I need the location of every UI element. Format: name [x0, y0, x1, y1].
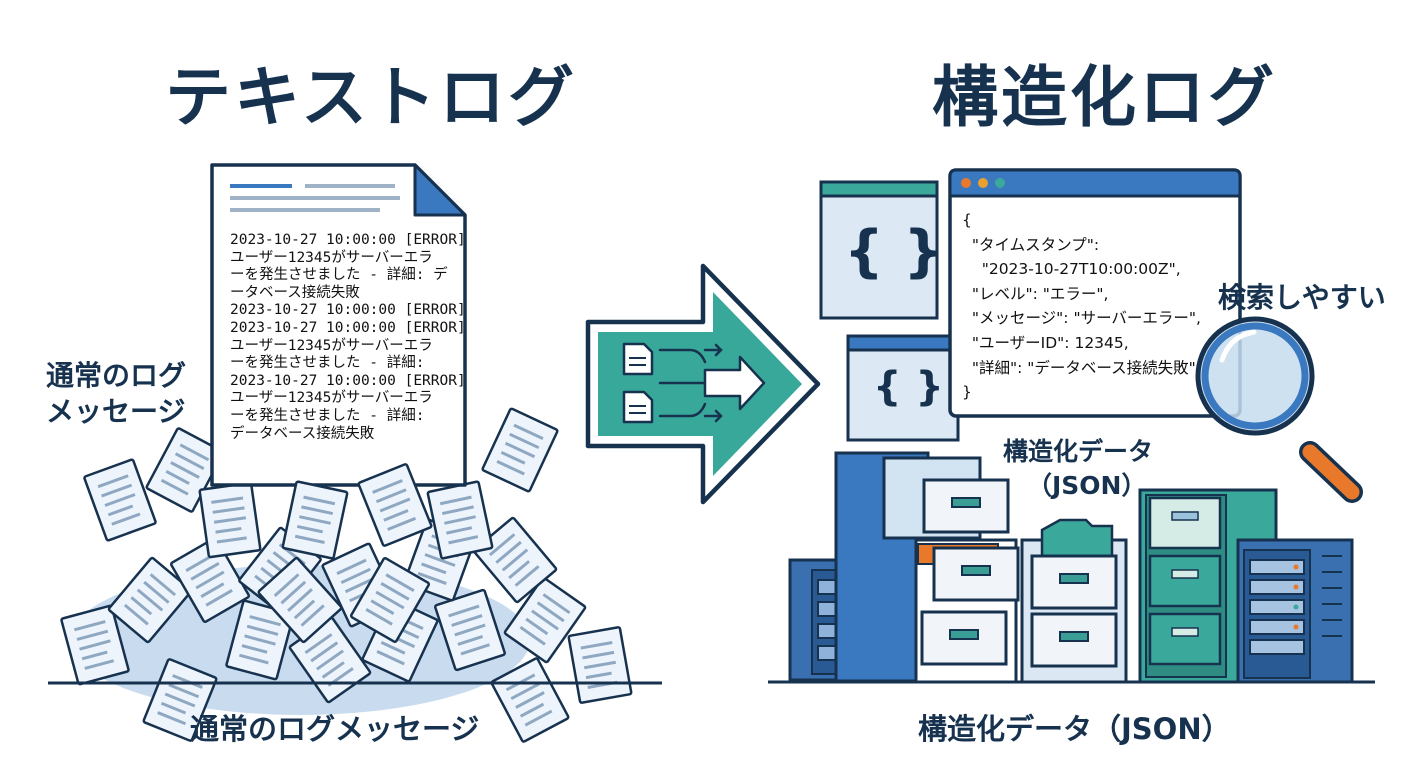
log-text-content: 2023-10-27 10:00:00 [ERROR]ユーザー12345がサーバ… [230, 232, 466, 443]
transform-arrow [585, 263, 821, 505]
log-line: 2023-10-27 10:00:00 [ERROR] [230, 319, 466, 336]
json-line: "ユーザーID": 12345, [962, 333, 1129, 352]
log-line: ーを発生させました - 詳細: [230, 407, 425, 424]
magnifier-icon [1195, 316, 1363, 503]
side-label-line2: メッセージ [46, 395, 186, 428]
json-line: "詳細": "データベース接続失敗" [962, 358, 1196, 377]
json-text-content: { "タイムスタンプ": "2023-10-27T10:00:00Z", "レベ… [962, 208, 1208, 408]
json-card-top [819, 180, 939, 320]
json-line: { [962, 211, 972, 229]
log-line: ユーザー12345がサーバーエラ [230, 390, 433, 407]
json-line: "2023-10-27T10:00:00Z", [962, 260, 1181, 279]
log-line: ータベース接続失敗 [230, 284, 360, 301]
braces-icon: { } [844, 219, 944, 284]
log-text-file [210, 163, 467, 487]
structured-data-label: 構造化データ [1003, 437, 1154, 466]
document-icon [622, 390, 654, 424]
log-line: データベース接続失敗 [230, 425, 375, 442]
json-line: "メッセージ": "サーバーエラー", [962, 309, 1201, 328]
right-caption: 構造化データ（JSON） [918, 712, 1231, 746]
json-line: } [962, 383, 972, 402]
json-line: "レベル": "エラー", [962, 284, 1109, 303]
storage-racks [788, 451, 1354, 684]
left-caption: 通常のログメッセージ [190, 712, 480, 746]
log-line: 2023-10-27 10:00:00 [ERROR] [230, 232, 466, 248]
braces-icon: { } [873, 364, 944, 410]
log-line: ーを発生させました - 詳細: デ [230, 267, 448, 284]
log-line: 2023-10-27 10:00:00 [ERROR] [230, 372, 466, 389]
log-line: 2023-10-27 10:00:00 [ERROR] [230, 302, 466, 319]
json-line: "タイムスタンプ": [962, 235, 1100, 254]
log-line: ユーザー12345がサーバーエラ [230, 249, 433, 266]
searchable-label: 検索しやすい [1218, 281, 1386, 314]
json-window [948, 168, 1242, 418]
right-title: 構造化ログ [932, 59, 1277, 136]
output-arrow-icon [703, 355, 766, 411]
log-line: ーを発生させました - 詳細: [230, 355, 425, 372]
side-label-line1: 通常のログ [46, 359, 187, 392]
left-title: テキストログ [165, 59, 578, 136]
window-close-dot [961, 178, 971, 188]
json-card-bottom [846, 334, 960, 442]
log-line: ユーザー12345がサーバーエラ [230, 337, 433, 354]
window-minimize-dot [978, 178, 988, 188]
json-label: （JSON） [1027, 471, 1147, 500]
document-icon [622, 342, 654, 376]
window-maximize-dot [995, 178, 1005, 188]
